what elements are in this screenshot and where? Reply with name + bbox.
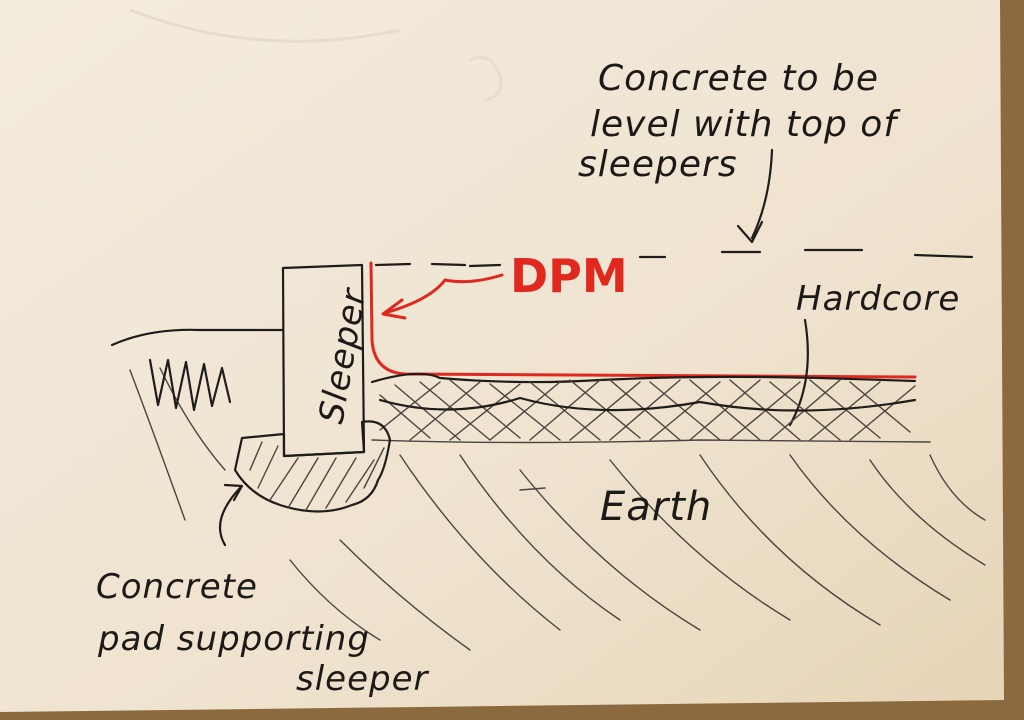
top-note-line2: level with top of xyxy=(590,104,901,145)
top-note: Concrete to be level with top of sleeper… xyxy=(578,58,901,185)
hardcore-pointer xyxy=(788,318,809,427)
pad-note: Concrete pad supporting sleeper xyxy=(96,567,429,699)
hardcore-label: Hardcore xyxy=(796,279,960,319)
concrete-pad xyxy=(233,420,392,513)
dpm-arrow-shaft xyxy=(383,273,504,315)
top-note-line1: Concrete to be xyxy=(598,58,879,99)
note-arrow-head xyxy=(736,220,764,244)
pad-note-line3: sleeper xyxy=(296,659,429,699)
earth-strokes xyxy=(289,454,986,651)
earth-label: Earth xyxy=(600,484,712,530)
pad-note-line2: pad supporting xyxy=(97,619,370,659)
ghost-mark xyxy=(469,55,503,102)
ghost-mark xyxy=(129,8,401,43)
dpm-label: DPM xyxy=(510,249,628,303)
concrete-level-line xyxy=(374,248,974,268)
hardcore-layer xyxy=(370,372,931,444)
left-soil xyxy=(110,328,285,521)
paper-sheet xyxy=(0,0,1004,712)
pad-pointer xyxy=(218,486,242,547)
pad-pointer-head xyxy=(223,483,244,502)
dpm-arrow-head xyxy=(381,298,407,320)
note-arrow-shaft xyxy=(750,148,774,240)
pad-note-line1: Concrete xyxy=(96,567,258,607)
top-note-line3: sleepers xyxy=(578,144,738,185)
